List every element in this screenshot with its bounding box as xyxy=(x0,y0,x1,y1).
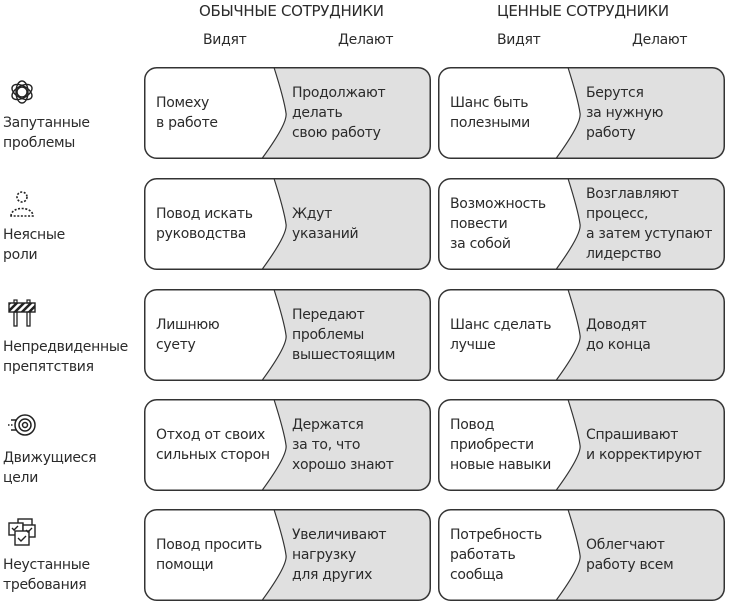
valuable-employees-header: ЦЕННЫЕ СОТРУДНИКИ xyxy=(497,2,669,20)
see-text: Повод просить помощи xyxy=(156,537,262,573)
box-border xyxy=(438,289,725,381)
see-text: Шанс быть полезными xyxy=(450,95,530,131)
do-text: Продолжают делать свою работу xyxy=(292,85,386,141)
do-text: Держатся за то, что хорошо знают xyxy=(292,417,394,473)
valuable-employees-box: Шанс быть полезными Берутся за нужную раб… xyxy=(438,67,725,159)
do-text: Ждут указаний xyxy=(292,206,359,242)
do-region xyxy=(262,67,431,159)
ordinary-employees-box: Повод просить помощи Увеличивают нагрузку… xyxy=(144,509,431,601)
see-text: Помеху в работе xyxy=(156,95,218,131)
row-label: Неясные роли xyxy=(3,227,65,263)
do-text: Возглавляют процесс, а затем уступают ли… xyxy=(586,186,713,262)
box-border xyxy=(144,178,431,270)
box-border xyxy=(438,67,725,159)
valuable-employees-box: Потребность работать сообща Облегчают раб… xyxy=(438,509,725,601)
box-frame xyxy=(438,289,725,381)
valuable-employees-box: Возможность повести за собой Возглавляют … xyxy=(438,178,725,270)
do-text: Берутся за нужную работу xyxy=(586,85,664,141)
chevron-divider xyxy=(261,399,287,491)
chevron-divider xyxy=(555,399,581,491)
do-text: Облегчают работу всем xyxy=(586,537,674,573)
see-text: Повод искать руководства xyxy=(156,206,253,242)
see-text: Возможность повести за собой xyxy=(450,196,546,252)
moving-target-icon xyxy=(8,414,36,436)
chevron-divider xyxy=(555,178,581,270)
valuable-do-label: Делают xyxy=(632,32,688,48)
row-label: Непредвиденные препятствия xyxy=(3,339,128,375)
box-frame xyxy=(438,399,725,491)
box-border xyxy=(144,289,431,381)
do-text: Доводят до конца xyxy=(586,317,651,353)
box-frame xyxy=(438,67,725,159)
do-region xyxy=(556,399,725,491)
box-border xyxy=(438,509,725,601)
stacked-checklists-icon xyxy=(8,518,36,546)
box-frame xyxy=(144,67,431,159)
ordinary-employees-header: ОБЫЧНЫЕ СОТРУДНИКИ xyxy=(199,2,384,20)
chevron-divider xyxy=(555,67,581,159)
ordinary-see-label: Видят xyxy=(203,32,247,48)
box-border xyxy=(144,399,431,491)
do-region xyxy=(262,289,431,381)
box-border xyxy=(438,399,725,491)
chevron-divider xyxy=(261,289,287,381)
valuable-employees-box: Шанс сделать лучше Доводят до конца xyxy=(438,289,725,381)
ordinary-employees-box: Лишнюю суету Передают проблемы вышестоящи… xyxy=(144,289,431,381)
see-text: Повод приобрести новые навыки xyxy=(450,417,552,473)
box-border xyxy=(438,178,725,270)
row-label: Движущиеся цели xyxy=(3,450,97,486)
tangled-knot-icon xyxy=(11,80,33,104)
valuable-see-label: Видят xyxy=(497,32,541,48)
chevron-divider xyxy=(555,289,581,381)
ordinary-employees-box: Повод искать руководства Ждут указаний xyxy=(144,178,431,270)
box-frame xyxy=(144,289,431,381)
do-region xyxy=(262,178,431,270)
ordinary-employees-box: Отход от своих сильных сторон Держатся за… xyxy=(144,399,431,491)
see-text: Шанс сделать лучше xyxy=(450,317,552,353)
do-region xyxy=(556,178,725,270)
box-frame xyxy=(144,509,431,601)
ordinary-do-label: Делают xyxy=(338,32,394,48)
do-region xyxy=(556,289,725,381)
see-text: Лишнюю суету xyxy=(156,317,220,353)
do-text: Увеличивают нагрузку для других xyxy=(292,527,387,583)
do-region xyxy=(262,399,431,491)
road-barrier-icon xyxy=(8,299,36,327)
row-label: Запутанные проблемы xyxy=(3,115,90,151)
do-region xyxy=(556,67,725,159)
box-border xyxy=(144,67,431,159)
box-frame xyxy=(438,178,725,270)
dotted-person-icon xyxy=(10,191,34,217)
box-frame xyxy=(438,509,725,601)
valuable-employees-box: Повод приобрести новые навыки Спрашивают … xyxy=(438,399,725,491)
do-text: Передают проблемы вышестоящим xyxy=(292,307,396,363)
chevron-divider xyxy=(261,509,287,601)
chevron-divider xyxy=(555,509,581,601)
box-frame xyxy=(144,399,431,491)
chevron-divider xyxy=(261,67,287,159)
do-text: Спрашивают и корректируют xyxy=(586,427,702,463)
do-region xyxy=(556,509,725,601)
see-text: Потребность работать сообща xyxy=(450,527,542,583)
box-border xyxy=(144,509,431,601)
chevron-divider xyxy=(261,178,287,270)
ordinary-employees-box: Помеху в работе Продолжают делать свою ра… xyxy=(144,67,431,159)
see-text: Отход от своих сильных сторон xyxy=(156,427,270,463)
row-label: Неустанные требования xyxy=(3,557,90,593)
do-region xyxy=(262,509,431,601)
box-frame xyxy=(144,178,431,270)
